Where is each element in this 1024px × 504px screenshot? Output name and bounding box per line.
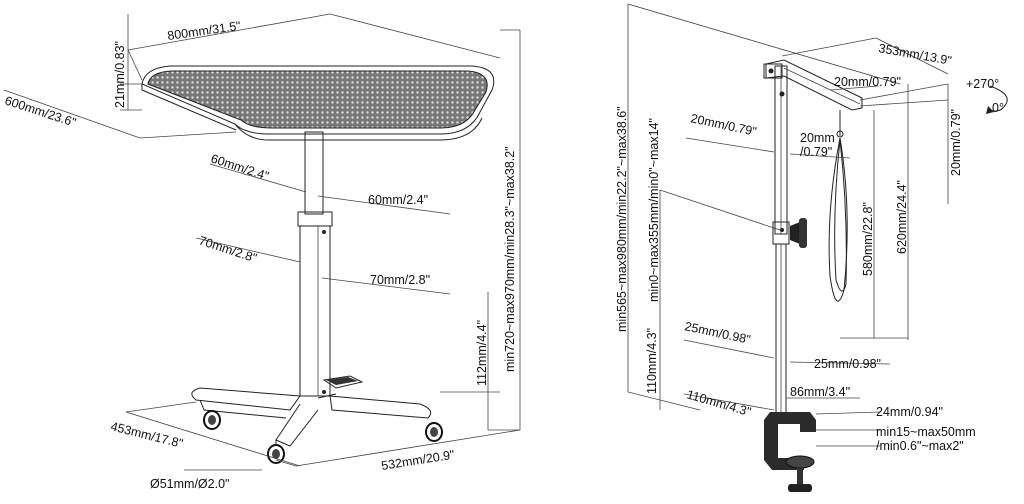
dim-base-depth: 453mm/17.8" [109, 419, 184, 450]
dim-arm-length: 353mm/13.9" [877, 41, 952, 68]
dim-lower-column-b: 70mm/2.8" [370, 273, 430, 287]
dim-clamp-range-2: /min0.6"~max2" [876, 439, 964, 453]
dim-tabletop-thickness: 21mm/0.83" [113, 41, 127, 108]
hanging-loop [828, 110, 848, 302]
pole-clamp [764, 412, 816, 492]
dim-lower-pole-a: 25mm/0.98" [683, 319, 751, 347]
dim-desk-height: min720~max970mm/min28.3"~max38.2" [503, 146, 517, 372]
desk-column [297, 131, 333, 397]
dim-pole-extension: min0~max355mm/min0"~max14" [647, 118, 661, 302]
dim-tabletop-depth: 600mm/23.6" [3, 94, 78, 130]
desk-dimension-lines [3, 13, 521, 471]
dim-clamp-width: 86mm/3.4" [790, 385, 850, 399]
pole-reference-planes [627, 3, 949, 411]
pole-arm [763, 59, 863, 111]
rotation-arrow-icon [986, 85, 1008, 114]
dim-tabletop-width: 800mm/31.5" [166, 19, 241, 43]
dim-rotation-positive: +270° [966, 77, 999, 91]
desk-base [191, 387, 432, 447]
dim-base-height: 112mm/4.4" [475, 320, 489, 386]
dim-base-width: 532mm/20.9" [380, 448, 455, 473]
mobile-desk-drawing: 800mm/31.5" 21mm/0.83" 600mm/23.6" min72… [3, 13, 521, 491]
dim-rotation-zero: 0° [992, 101, 1004, 115]
dim-loop-length: 580mm/22.8" [861, 202, 875, 276]
dim-lower-column-a: 70mm/2.8" [197, 234, 258, 266]
desk-pedal [322, 375, 364, 389]
dim-clamp-height: 110mm/4.3" [645, 328, 659, 394]
dim-clamp-depth: 110mm/4.3" [685, 387, 752, 419]
desk-tabletop [141, 65, 495, 141]
dim-upper-column-b: 60mm/2.4" [368, 193, 428, 207]
pole [772, 65, 790, 415]
dim-pole-width-b-1: 20mm [800, 131, 835, 145]
dim-clamp-range-1: min15~max50mm [876, 425, 976, 439]
pole-clamp-drawing: 353mm/13.9" +270° 0° 20mm/0.79" 20mm/0.7… [615, 3, 1008, 492]
dim-pole-height: min565~max980mm/min22.2"~max38.6" [615, 106, 629, 332]
dim-arm-to-clamp: 620mm/24.4" [895, 180, 909, 254]
dim-upper-column-a: 60mm/2.4" [209, 152, 270, 184]
dim-pole-width-b-2: /0.79" [800, 145, 832, 159]
dim-arm-thickness: 20mm/0.79" [834, 75, 901, 89]
dim-clamp-jaw: 24mm/0.94" [876, 405, 943, 419]
pole-knob [790, 218, 807, 248]
dim-arm-height: 20mm/0.79" [949, 109, 963, 176]
dim-lower-pole-b: 25mm/0.98" [814, 357, 881, 371]
pole-dimension-lines [683, 37, 949, 447]
desk-casters [203, 410, 443, 464]
dim-pole-width-a: 20mm/0.79" [689, 111, 757, 139]
dim-caster-diameter: Ø51mm/Ø2.0" [150, 477, 229, 491]
